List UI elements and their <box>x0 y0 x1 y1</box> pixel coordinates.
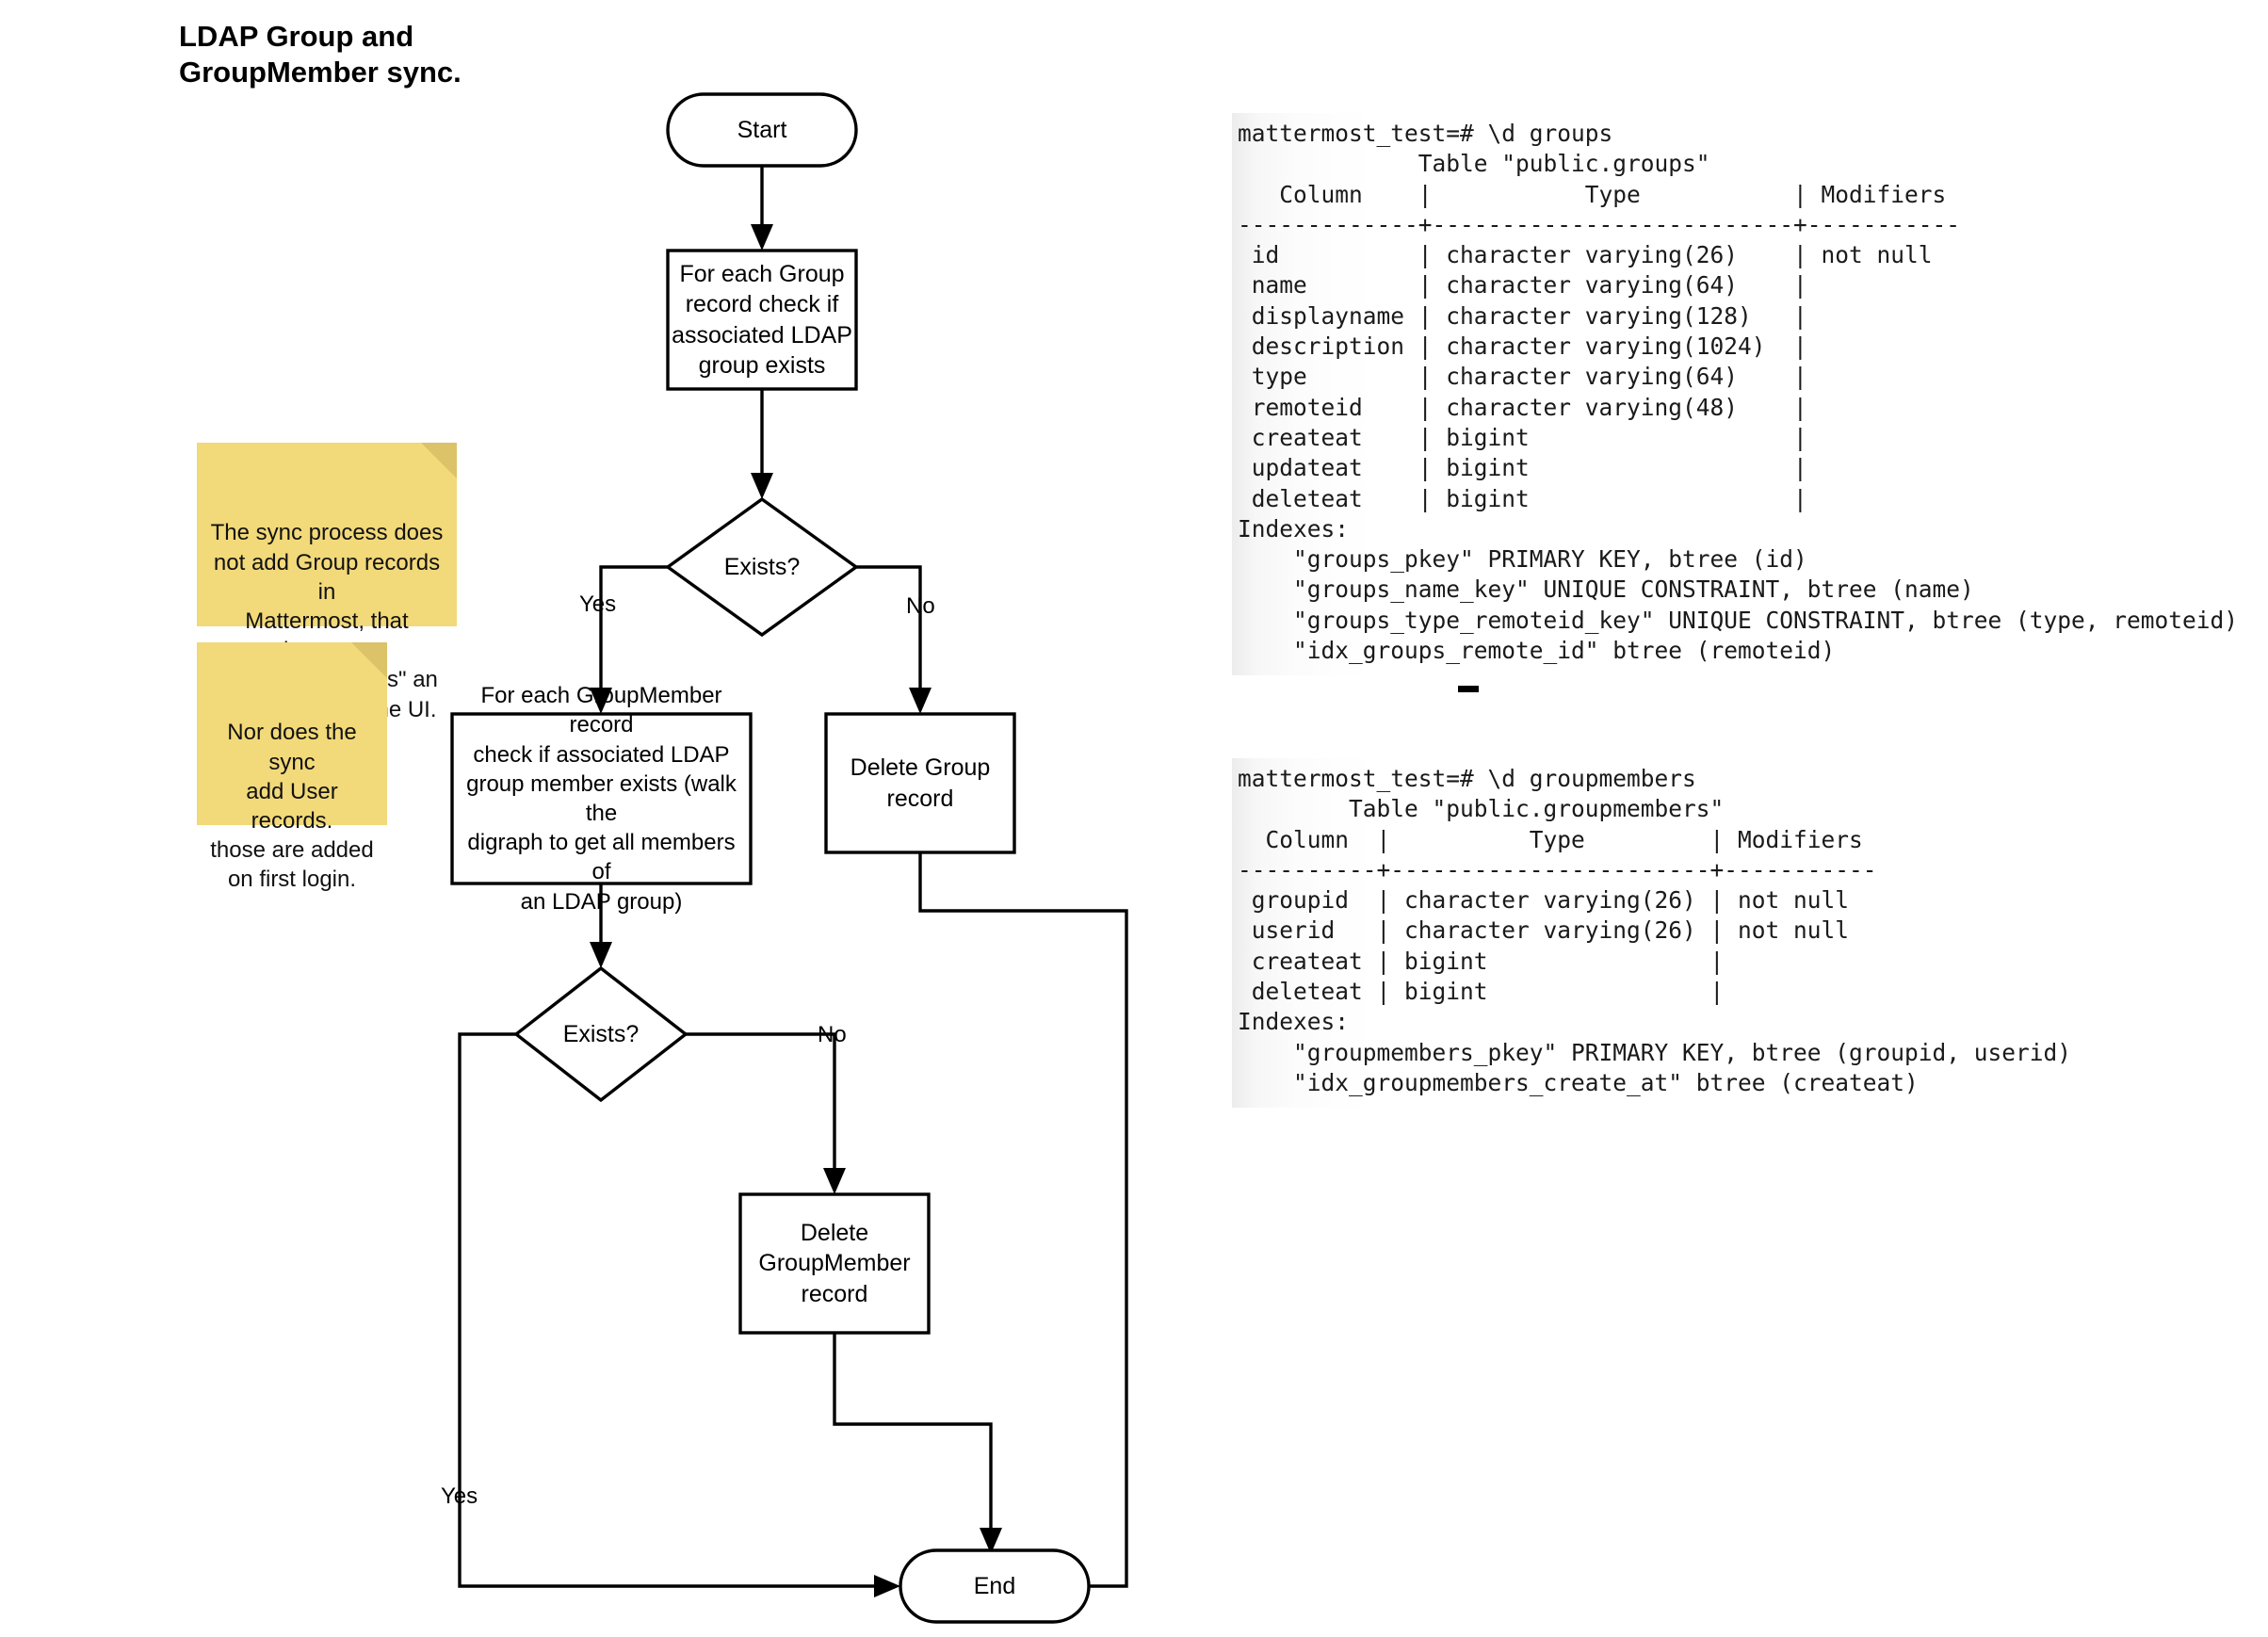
node-exists-2-shape <box>513 965 688 1103</box>
node-check-group-label: For each Group record check if associate… <box>672 260 852 380</box>
edge-label-exists2-no: No <box>818 1022 847 1047</box>
terminal-groupmembers-table: mattermost_test=# \d groupmembers Table … <box>1232 758 2259 1109</box>
page-title: LDAP Group and GroupMember sync. <box>179 20 462 89</box>
node-delete-groupmember-shape <box>738 1192 931 1335</box>
node-delete-group-label: Delete Group record <box>850 754 991 812</box>
node-end-label: End <box>973 1572 1016 1599</box>
note-sync-no-user-add-text: Nor does the sync add User records. thos… <box>210 720 374 893</box>
sticky-fold-corner-icon <box>351 642 387 678</box>
node-check-group-shape <box>666 249 858 391</box>
edge-label-exists1-yes: Yes <box>579 592 617 617</box>
node-exists-1-shape <box>665 496 859 638</box>
node-check-groupmember-shape <box>450 712 753 885</box>
terminal-groups-table: mattermost_test=# \d groups Table "publi… <box>1232 113 2259 676</box>
node-check-groupmember-label: For each GroupMember record check if ass… <box>466 683 737 915</box>
node-delete-group-shape <box>824 712 1016 854</box>
terminal-cursor-groups <box>1458 686 1479 692</box>
node-delete-groupmember-label: Delete GroupMember record <box>758 1219 911 1307</box>
node-start-label: Start <box>737 116 787 143</box>
node-end-shape <box>899 1548 1091 1624</box>
sticky-fold-corner-icon <box>421 443 457 478</box>
note-sync-no-group-add: The sync process does not add Group reco… <box>197 443 457 722</box>
node-exists-2-label: Exists? <box>562 1020 640 1047</box>
edge-label-exists2-yes: Yes <box>441 1483 478 1509</box>
node-exists-1-label: Exists? <box>723 553 801 580</box>
note-sync-no-user-add: Nor does the sync add User records. thos… <box>197 642 387 892</box>
edge-label-exists1-no: No <box>906 593 935 619</box>
